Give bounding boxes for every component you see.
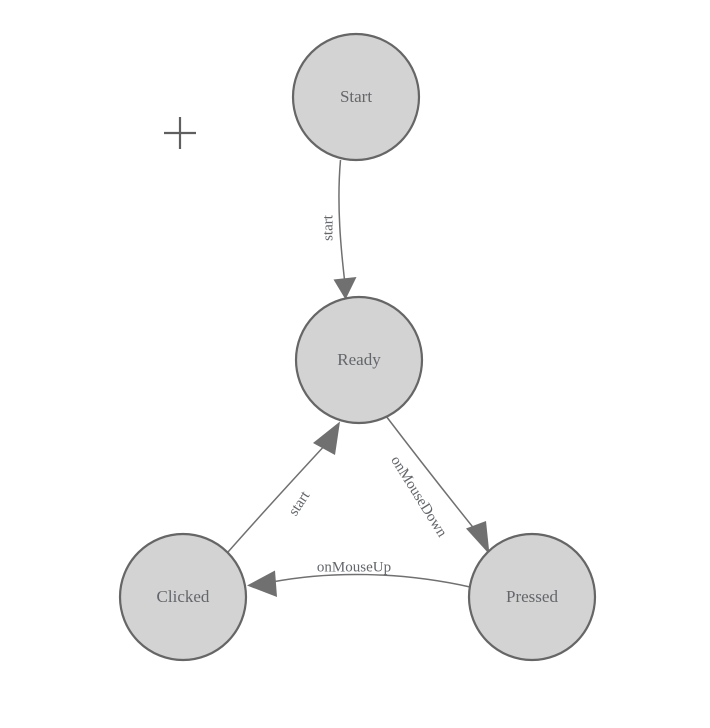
edge-pressed-to-clicked[interactable]: onMouseUp xyxy=(247,559,471,597)
edge-path-start-to-ready xyxy=(338,159,346,285)
node-label-start: Start xyxy=(340,87,372,106)
edge-label-clicked-to-ready: start xyxy=(286,488,314,519)
edge-path-clicked-to-ready xyxy=(227,442,328,553)
node-circle-pressed xyxy=(467,532,597,662)
arrowhead-ready-to-pressed xyxy=(466,521,490,555)
arrowhead-pressed-to-clicked xyxy=(247,570,277,597)
edge-path-pressed-to-clicked xyxy=(271,573,471,588)
edge-clicked-to-ready[interactable]: start xyxy=(227,421,340,553)
edge-ready-to-pressed[interactable]: onMouseDown xyxy=(385,415,490,555)
node-label-clicked: Clicked xyxy=(157,587,210,606)
edge-label-start-to-ready: start xyxy=(320,214,336,241)
node-ready[interactable]: Ready xyxy=(294,295,424,425)
node-label-pressed: Pressed xyxy=(506,587,558,606)
arrowhead-start-to-ready xyxy=(333,277,357,300)
edge-start-to-ready[interactable]: start xyxy=(320,159,357,300)
node-label-ready: Ready xyxy=(337,350,381,369)
edge-label-ready-to-pressed: onMouseDown xyxy=(387,453,450,540)
node-start[interactable]: Start xyxy=(291,32,421,162)
node-pressed[interactable]: Pressed xyxy=(467,532,597,662)
node-circle-clicked xyxy=(118,532,248,662)
arrowhead-clicked-to-ready xyxy=(313,421,340,455)
node-circle-start xyxy=(291,32,421,162)
node-clicked[interactable]: Clicked xyxy=(118,532,248,662)
crosshair-icon xyxy=(164,117,196,149)
edge-label-pressed-to-clicked: onMouseUp xyxy=(317,559,391,575)
node-circle-ready xyxy=(294,295,424,425)
